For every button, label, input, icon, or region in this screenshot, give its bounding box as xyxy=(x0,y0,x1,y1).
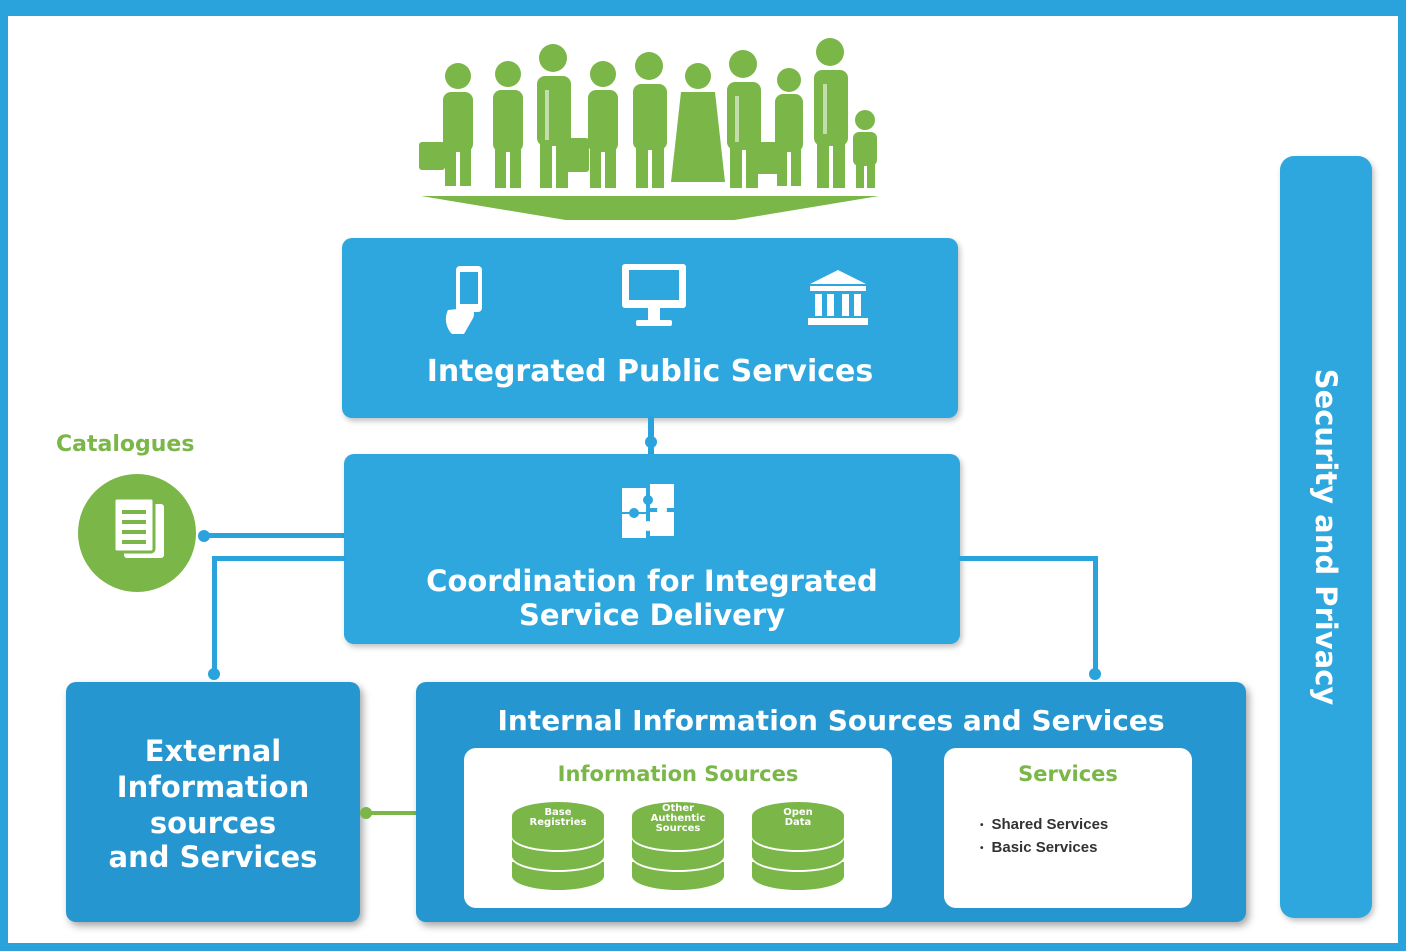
diagram-canvas: Integrated Public Services Catalogues xyxy=(8,16,1398,943)
external-label-line2: Information xyxy=(116,770,310,804)
services-list: Shared Services Basic Services xyxy=(980,810,1109,862)
mobile-phone-icon xyxy=(442,262,492,342)
external-label-line4: and Services xyxy=(108,840,318,874)
security-privacy-bar: Security and Privacy xyxy=(1280,156,1372,918)
internal-information-box: Internal Information Sources and Service… xyxy=(416,682,1246,922)
services-box: Services Shared Services Basic Services xyxy=(944,748,1192,908)
external-information-box: External Information sources and Service… xyxy=(66,682,360,922)
database-icon: Other Authentic Sources xyxy=(628,798,728,892)
internal-title: Internal Information Sources and Service… xyxy=(497,704,1165,737)
catalogues-label: Catalogues xyxy=(56,432,195,457)
source-label-base-registries: Base Registries xyxy=(529,807,587,828)
database-icon: Open Data xyxy=(748,798,848,892)
connector-external-internal xyxy=(364,811,418,815)
coordination-label-line2: Service Delivery xyxy=(518,598,786,632)
security-privacy-label: Security and Privacy xyxy=(1309,368,1343,706)
information-sources-box: Information Sources Base Registries xyxy=(464,748,892,908)
connector-external-dot xyxy=(360,807,372,819)
source-label-open-data: Open Data xyxy=(783,807,813,828)
integrated-public-services-label: Integrated Public Services xyxy=(426,354,874,389)
connector-right-horizontal xyxy=(958,556,1098,561)
monitor-icon xyxy=(620,262,690,336)
documents-icon xyxy=(78,474,196,592)
external-label-line1: External xyxy=(144,734,282,768)
catalogues-connector xyxy=(204,533,344,538)
services-item-basic: Basic Services xyxy=(980,839,1108,856)
connector-right-dot xyxy=(1089,668,1101,680)
connector-right-vertical xyxy=(1093,556,1098,676)
external-label-line3: sources xyxy=(149,806,277,840)
connector-left-dot xyxy=(208,668,220,680)
government-building-icon xyxy=(806,268,870,332)
database-icon: Base Registries xyxy=(508,798,608,892)
people-crowd-icon xyxy=(413,30,883,234)
puzzle-icon xyxy=(618,482,680,546)
connector-left-horizontal xyxy=(212,556,346,561)
services-item-shared: Shared Services xyxy=(980,816,1109,833)
coordination-box: Coordination for Integrated Service Deli… xyxy=(344,454,960,644)
information-sources-title: Information Sources xyxy=(557,762,799,786)
coordination-label-line1: Coordination for Integrated xyxy=(426,564,878,598)
connector-top-dot xyxy=(645,436,657,448)
connector-left-vertical xyxy=(212,556,217,676)
services-title: Services xyxy=(1018,762,1118,786)
source-label-other-authentic: Other Authentic Sources xyxy=(650,803,706,834)
integrated-public-services-box: Integrated Public Services xyxy=(342,238,958,418)
